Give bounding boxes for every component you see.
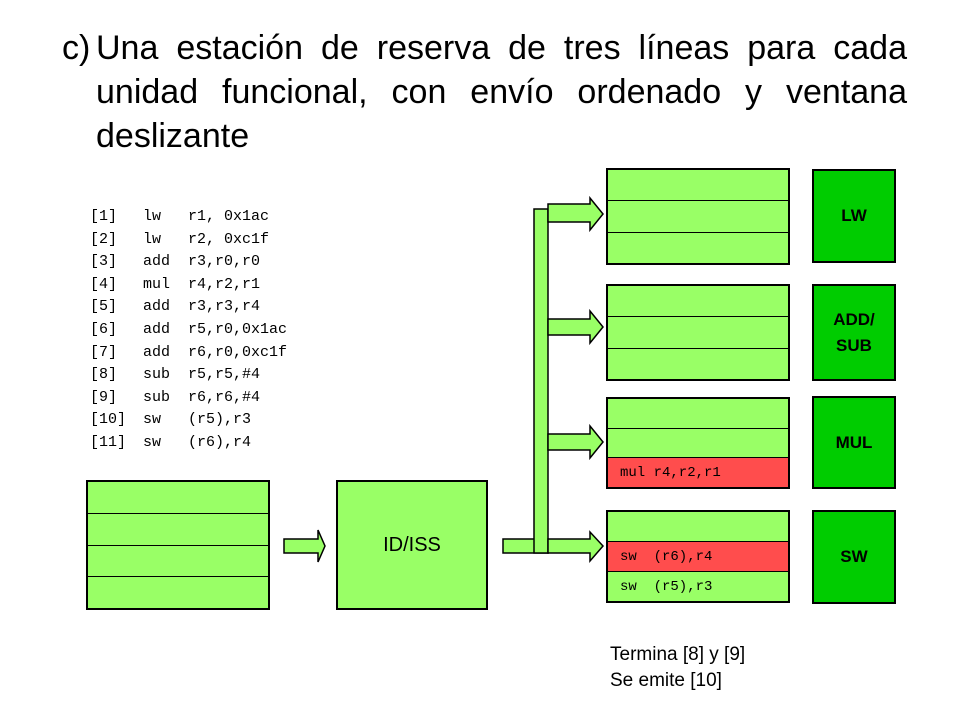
instruction-operands: r4,r2,r1 [188,275,261,293]
rs-slot [608,347,788,379]
instruction-operands: r2, 0xc1f [188,230,270,248]
unit-addsub: ADD/ SUB [812,284,896,381]
reservation-station-mul: mul r4,r2,r1 [606,397,790,489]
reservation-station-lw [606,168,790,265]
instruction-operands: (r6),r4 [188,433,252,451]
rs-slot-occupied: sw (r5),r3 [608,571,788,601]
rs-slot [608,231,788,263]
instruction-row: [8] sub r5,r5,#4 [90,364,287,387]
instruction-index: [8] [90,366,118,384]
instruction-index: [9] [90,388,118,406]
instruction-index: [11] [90,433,127,451]
rs-slot-occupied: mul r4,r2,r1 [608,457,788,488]
instruction-row: [1] lw r1, 0x1ac [90,206,287,229]
instruction-operands: r5,r0,0x1ac [188,320,288,338]
instruction-opcode: add [143,343,171,361]
note-line-2: Se emite [10] [610,670,722,691]
rs-slot [608,200,788,231]
queue-slot [88,544,268,577]
reservation-station-addsub [606,284,790,381]
arrow-to-addsub-station [547,308,604,346]
instruction-index: [1] [90,208,118,225]
rs-slot [608,286,788,316]
instruction-operands: r6,r0,0xc1f [188,343,288,361]
instruction-opcode: add [143,320,171,338]
unit-lw: LW [812,169,896,263]
rs-slot-occupied: sw (r6),r4 [608,541,788,571]
rs-slot [608,427,788,458]
instruction-opcode: sub [143,366,171,384]
title-text: Una estación de reserva de tres líneas p… [96,29,907,155]
instruction-row: [10] sw (r5),r3 [90,409,287,432]
reservation-station-sw: sw (r6),r4 sw (r5),r3 [606,510,790,603]
instruction-row: [6] add r5,r0,0x1ac [90,319,287,342]
instruction-row: [4] mul r4,r2,r1 [90,274,287,297]
instruction-operands: (r5),r3 [188,411,252,429]
rs-slot [608,170,788,200]
instruction-opcode: lw [143,208,162,225]
instruction-operands: r6,r6,#4 [188,388,261,406]
instruction-row: [7] add r6,r0,0xc1f [90,342,287,365]
instruction-index: [3] [90,253,118,271]
arrow-to-mul-station [547,423,604,461]
queue-slot [88,512,268,545]
instruction-opcode: sw [143,411,162,429]
unit-mul: MUL [812,396,896,489]
instruction-index: [6] [90,320,118,338]
issue-stage: ID/ISS [336,480,488,610]
arrow-to-sw-station [547,530,605,564]
instruction-index: [2] [90,230,118,248]
instruction-opcode: add [143,298,171,316]
instruction-operands: r5,r5,#4 [188,366,261,384]
rs-slot [608,399,788,428]
instruction-index: [5] [90,298,118,316]
unit-sw: SW [812,510,896,604]
instruction-index: [10] [90,411,127,429]
arrow-to-lw-station [547,195,604,233]
instruction-operands: r3,r3,r4 [188,298,261,316]
instruction-row: [3] add r3,r0,r0 [90,251,287,274]
instruction-index: [7] [90,343,118,361]
instruction-opcode: lw [143,230,162,248]
instruction-opcode: sub [143,388,171,406]
queue-slot [88,576,268,608]
instruction-opcode: sw [143,433,162,451]
arrow-queue-to-iss [283,529,326,563]
instruction-operands: r3,r0,r0 [188,253,261,271]
slide-title: c) Una estación de reserva de tres línea… [62,26,907,158]
instruction-index: [4] [90,275,118,293]
instruction-row: [5] add r3,r3,r4 [90,296,287,319]
note-line-1: Termina [8] y [9] [610,644,746,665]
instruction-row: [2] lw r2, 0xc1f [90,229,287,252]
program-listing: [1] lw r1, 0x1ac [2] lw r2, 0xc1f [3] add r3,r0,… [90,206,287,455]
instruction-opcode: add [143,253,171,271]
rs-slot [608,316,788,347]
status-note: Termina [8] y [9] Se emite [10] [610,642,745,694]
instruction-row: [9] sub r6,r6,#4 [90,387,287,410]
instruction-operands: r1, 0x1ac [188,208,270,225]
rs-slot [608,512,788,541]
instruction-opcode: mul [143,275,171,293]
title-marker: c) [62,29,91,67]
instruction-row: [11] sw (r6),r4 [90,432,287,455]
distribution-bus [533,208,549,554]
instruction-queue [86,480,270,610]
